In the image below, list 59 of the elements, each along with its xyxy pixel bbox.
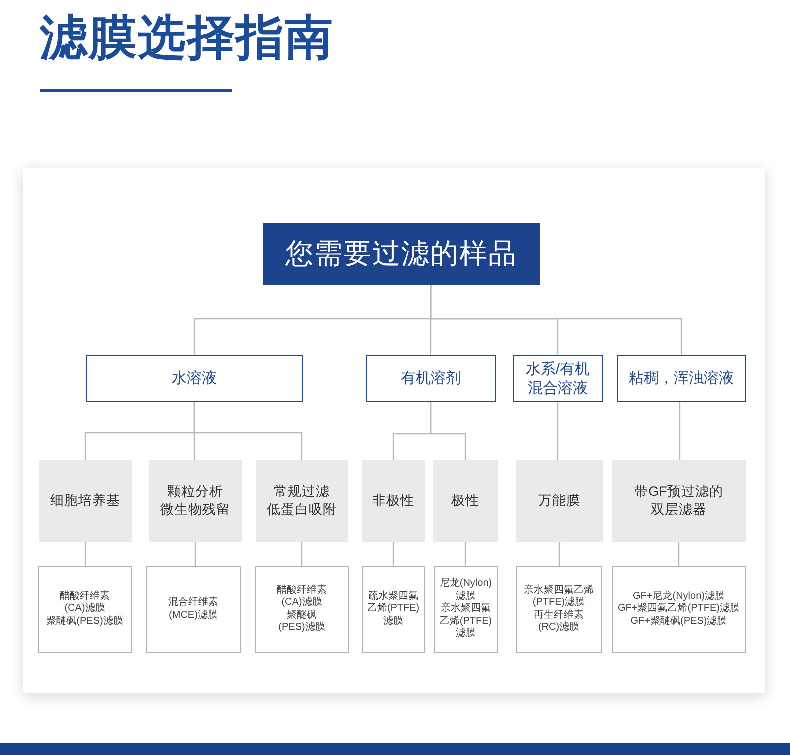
category-box (86, 355, 303, 402)
connector-line (679, 402, 681, 460)
membrane-box (146, 566, 241, 653)
connector-line (678, 542, 680, 566)
connector-line (558, 542, 560, 566)
membrane-box (434, 566, 498, 653)
title: 滤膜选择指南 (40, 11, 334, 67)
membrane-label: 亲水聚四氟乙烯(PTFE)滤膜 (439, 603, 493, 641)
membrane-box (255, 566, 349, 653)
membrane-label: 亲水聚四氟乙烯(PTFE)滤膜 (524, 584, 594, 610)
membrane-label: 醋酸纤维素(CA)滤膜 (60, 590, 110, 616)
application-tile (433, 460, 498, 542)
category-label: 水溶液 (172, 369, 218, 388)
connector-line (392, 542, 394, 566)
category-label: 水系/有机混合溶液 (525, 360, 591, 398)
connector-line (84, 542, 86, 566)
membrane-label: 再生纤维素(RC)滤膜 (534, 610, 584, 634)
connector-line (430, 402, 466, 460)
heading-label: 您需要过滤的样品 (285, 237, 518, 271)
application-tile (362, 460, 425, 542)
application-tile (39, 460, 132, 542)
heading-box (263, 223, 540, 285)
membrane-label: GF+聚四氟乙烯(PTFE)滤膜 (618, 603, 740, 616)
membrane-box (362, 566, 425, 653)
application-label: 低蛋白吸附 (266, 501, 338, 519)
category-box (366, 355, 496, 402)
connector-line (430, 285, 682, 355)
category-box (513, 355, 603, 402)
membrane-label: 聚醚砜(PES)滤膜 (46, 616, 124, 628)
application-label: 细胞培养基 (50, 492, 121, 510)
application-label: 颗粒分析 (167, 483, 224, 501)
membrane-box (612, 566, 746, 653)
membrane-label: GF+尼龙(Nylon)滤膜 (632, 590, 726, 602)
membrane-label: 聚醚砜(PES)滤膜 (278, 610, 326, 634)
membrane-box (38, 566, 132, 653)
application-tile (149, 460, 242, 542)
membrane-label: 尼龙(Nylon)滤膜 (439, 578, 493, 602)
membrane-label: 疏水聚四氟乙烯(PTFE)滤膜 (366, 590, 420, 628)
membrane-box (516, 566, 602, 653)
application-label: 微生物残留 (160, 501, 231, 519)
application-label: 带GF预过滤的双层滤器 (634, 483, 724, 519)
membrane-label: GF+聚醚砜(PES)滤膜 (630, 616, 728, 628)
category-label: 有机溶剂 (400, 369, 462, 388)
application-tile (516, 460, 603, 542)
application-tile (612, 460, 746, 542)
membrane-label: 混合纤维素(MCE)滤膜 (168, 597, 219, 622)
category-label: 粘稠，浑浊溶液 (628, 369, 734, 388)
application-label: 常规过滤 (274, 483, 330, 501)
connector-line (557, 402, 559, 460)
category-box (617, 355, 746, 402)
application-label: 极性 (451, 492, 480, 510)
application-label: 非极性 (372, 492, 415, 510)
connector-line (194, 402, 303, 460)
application-tile (256, 460, 348, 542)
connector-line (301, 542, 303, 566)
application-label: 万能膜 (538, 492, 581, 510)
membrane-label: 醋酸纤维素(CA)滤膜 (276, 584, 328, 610)
connector-line (464, 542, 466, 566)
connector-line (194, 542, 196, 566)
